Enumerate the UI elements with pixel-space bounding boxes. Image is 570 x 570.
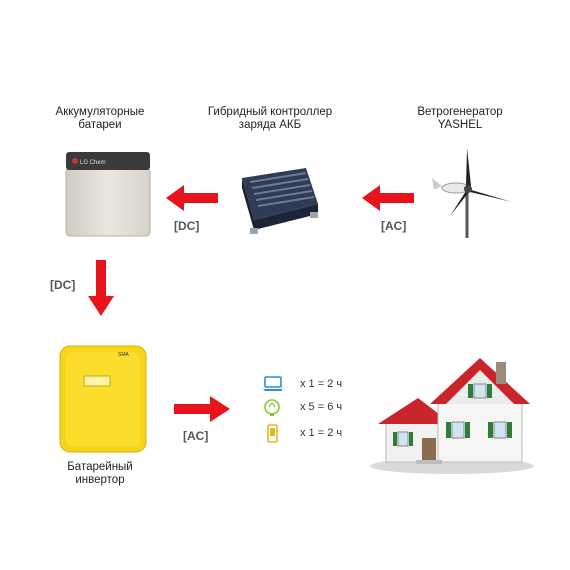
controller-image <box>242 168 318 234</box>
wind-label-line2: YASHEL <box>437 119 483 131</box>
phone-icon <box>267 424 278 443</box>
arrow-inverter-to-loads <box>174 396 230 422</box>
ac-tag-top: [AC] <box>381 219 407 233</box>
batteries-label-line1: Аккумуляторные <box>55 106 145 118</box>
arrow-battery-to-inverter <box>88 260 114 316</box>
dc-tag-left: [DC] <box>50 278 76 292</box>
inverter-label-line2: инвертор <box>75 474 125 486</box>
load-row-phone: x 1 = 2 ч <box>262 424 372 446</box>
wind-turbine-image <box>432 148 512 238</box>
batteries-label-line2: батареи <box>78 119 122 131</box>
load-text-bulb: x 5 = 6 ч <box>300 401 343 413</box>
battery-brand-text: LG Chem <box>80 160 106 166</box>
arrow-wind-to-controller <box>362 185 414 211</box>
load-row-bulb: x 5 = 6 ч <box>262 398 372 420</box>
inverter-label-line1: Батарейный <box>67 461 133 473</box>
load-text-laptop: x 1 = 2 ч <box>300 378 343 390</box>
wind-label: Ветрогенератор YASHEL <box>395 106 525 132</box>
controller-label: Гибридный контроллер заряда АКБ <box>195 106 345 132</box>
dc-tag-top: [DC] <box>174 219 200 233</box>
lightbulb-icon <box>264 399 280 416</box>
laptop-icon <box>263 376 283 391</box>
arrow-controller-to-battery <box>166 185 218 211</box>
load-text-phone: x 1 = 2 ч <box>300 427 343 439</box>
controller-label-line1: Гибридный контроллер <box>207 106 333 118</box>
house-image <box>370 358 534 474</box>
batteries-label: Аккумуляторные батареи <box>35 106 165 132</box>
load-row-laptop: x 1 = 2 ч <box>262 375 372 397</box>
wind-label-line1: Ветрогенератор <box>417 106 503 118</box>
controller-label-line2: заряда АКБ <box>238 119 302 131</box>
ac-tag-bottom: [AC] <box>183 429 209 443</box>
inverter-label: Батарейный инвертор <box>45 461 155 487</box>
inverter-image: SMA <box>59 345 147 453</box>
battery-image: LG Chem <box>65 152 151 237</box>
svg-text:SMA: SMA <box>118 352 130 358</box>
